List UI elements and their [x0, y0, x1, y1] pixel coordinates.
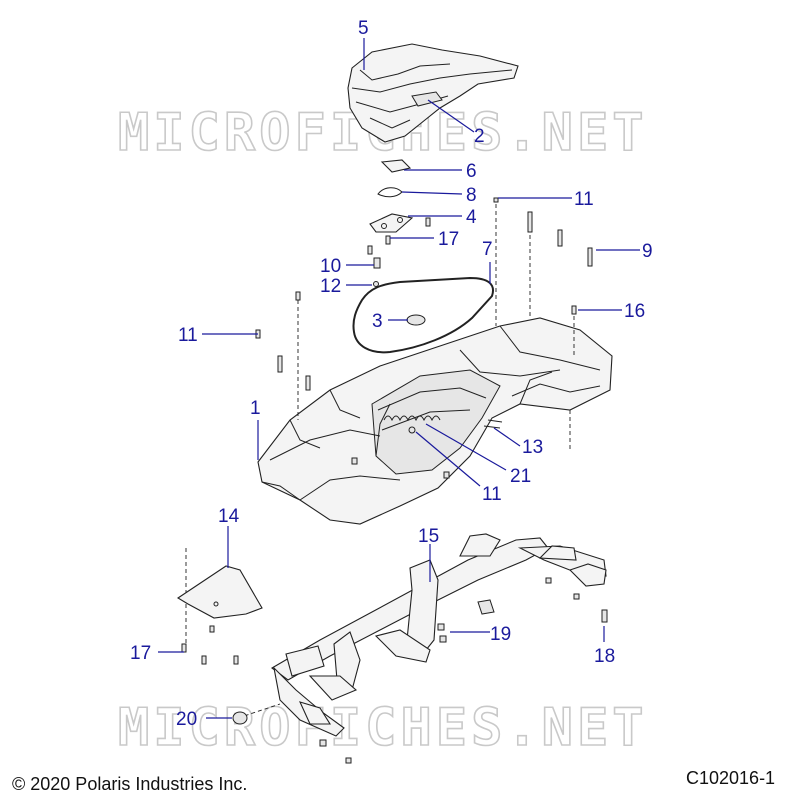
callout-5: 5 [358, 18, 369, 39]
clip-part [377, 187, 403, 198]
seal-part [352, 276, 494, 354]
callout-12: 12 [320, 276, 341, 297]
callouts: 5 2 6 8 4 17 11 9 7 10 12 3 16 11 1 13 2… [130, 18, 653, 730]
leader-lines [158, 38, 640, 719]
cargo-box-part [257, 317, 613, 525]
small-screws [367, 217, 431, 287]
plate-part [369, 213, 414, 233]
callout-19: 19 [490, 624, 511, 645]
shield-fasteners [181, 625, 239, 665]
cap-part [232, 711, 248, 725]
callout-10: 10 [320, 256, 341, 277]
callout-17: 17 [130, 643, 151, 664]
watermark-bottom: MICROFICHES.NET [118, 698, 648, 758]
callout-21: 21 [510, 466, 531, 487]
callout-13: 13 [522, 437, 543, 458]
rack-cover-part [347, 43, 519, 143]
callout-6: 6 [466, 161, 477, 182]
copyright-text: © 2020 Polaris Industries Inc. [12, 774, 247, 794]
callout-11: 11 [482, 484, 502, 505]
diagram-id: C102016-1 [686, 768, 775, 788]
bolts [255, 197, 593, 479]
clip-13-part [483, 419, 503, 429]
callout-7: 7 [482, 239, 493, 260]
callout-18: 18 [594, 646, 615, 667]
callout-2: 2 [474, 126, 485, 147]
callout-15: 15 [418, 526, 439, 547]
callout-3: 3 [372, 311, 383, 332]
callout-14: 14 [218, 506, 240, 527]
callout-11: 11 [178, 325, 198, 346]
callout-4: 4 [466, 207, 477, 228]
callout-11: 11 [574, 189, 594, 210]
grommet-part [406, 314, 426, 326]
callout-9: 9 [642, 241, 653, 262]
callout-17: 17 [438, 229, 459, 250]
shield-part [176, 565, 263, 619]
callout-1: 1 [250, 398, 261, 419]
callout-8: 8 [466, 185, 477, 206]
callout-16: 16 [624, 301, 645, 322]
latch-part [380, 159, 412, 173]
callout-20: 20 [176, 709, 197, 730]
rear-frame-part [271, 533, 608, 764]
